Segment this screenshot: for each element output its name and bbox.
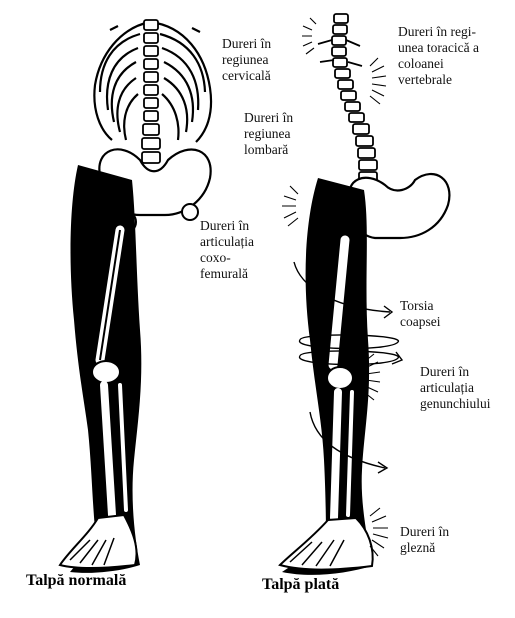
normal-foot-skeleton [60, 20, 211, 573]
label-lumbar-pain: Dureri în regiunea lombară [244, 110, 293, 158]
caption-flat-foot: Talpă plată [262, 576, 339, 594]
caption-normal-foot: Talpă normală [26, 572, 126, 590]
label-knee-pain: Dureri în articulația genunchiului [420, 364, 491, 412]
label-thoracic-pain: Dureri în regi- unea toracică a coloanei… [398, 24, 479, 88]
label-cervical-pain: Dureri în regiunea cervicală [222, 36, 271, 84]
flat-foot-skeleton [280, 14, 449, 575]
label-hip-pain: Dureri în articulația coxo- femurală [200, 218, 254, 282]
label-ankle-pain: Dureri în gleznă [400, 524, 449, 556]
label-thigh-torsion: Torsia coapsei [400, 298, 440, 330]
